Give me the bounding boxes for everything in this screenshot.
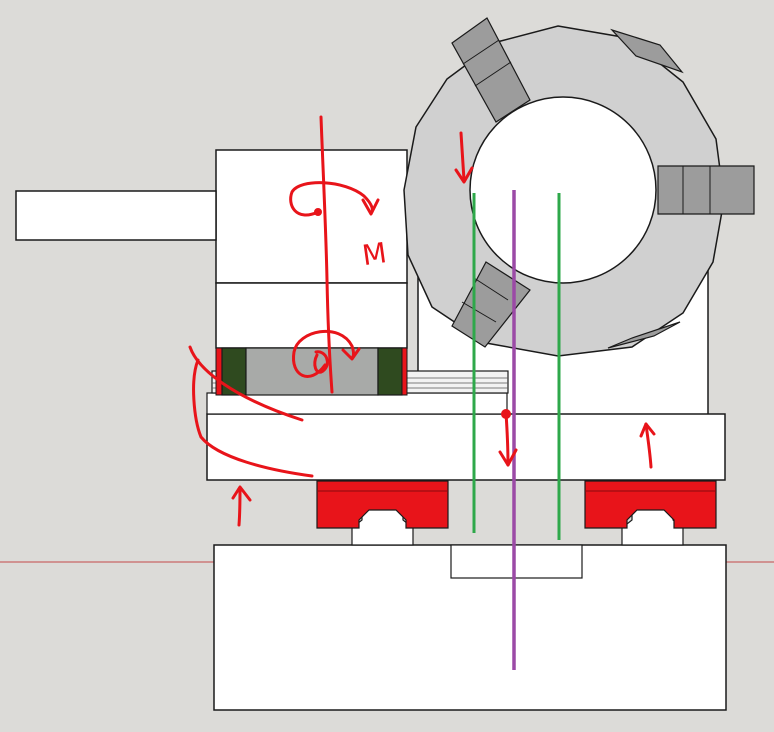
bearing-cap-left-edge (215, 347, 223, 396)
reaction-arrowhead-left (231, 485, 252, 502)
vertical-force-line (319, 115, 334, 394)
chuck-jaw-upper-left-step-1 (462, 39, 500, 65)
tool-post-lower (215, 282, 408, 349)
bent-force-arrow-upper (188, 345, 304, 422)
chuck-jaw-right (657, 165, 755, 215)
chuck-jaw-lower-left-step-1 (473, 277, 509, 301)
bearing-cap-right (377, 347, 403, 396)
tool-post-upper (215, 149, 408, 284)
chuck-jaw-bottom-right (607, 321, 681, 349)
reaction-arrowhead-right (639, 422, 656, 438)
tool-shank (15, 190, 217, 241)
cutting-force-arrow (459, 131, 466, 182)
bent-force-arrow-lower (192, 358, 314, 478)
cutting-force-arrowhead (454, 166, 474, 184)
bearing-cap-right-edge (401, 347, 408, 396)
workpiece (469, 96, 657, 284)
right-carriage-block (584, 480, 717, 529)
moment-swirl-lower (292, 329, 355, 378)
moment-arrowhead-upper (361, 198, 380, 216)
contact-force-arrowhead (498, 448, 518, 467)
base-center-recess (450, 544, 583, 579)
moment-center-dot (314, 208, 322, 216)
chuck-jaw-upper-left-step-2 (474, 61, 512, 87)
chuck-jaw-upper-left (451, 17, 531, 123)
torque-label: M (360, 236, 389, 272)
chuck-jaw-lower-left-step-2 (461, 301, 497, 323)
left-carriage-block (316, 480, 449, 529)
bearing-body (245, 347, 379, 396)
cross-slide-top-strip (206, 392, 508, 415)
moment-arrowhead-lower (341, 347, 361, 361)
contact-point-dot (501, 409, 511, 419)
chuck-jaw-top-right (610, 28, 684, 74)
reaction-arrow-left (237, 486, 242, 527)
moment-center-mark (313, 350, 329, 374)
bearing-cap-left (221, 347, 247, 396)
moment-swirl-upper (289, 181, 374, 217)
reaction-arrow-right (644, 422, 653, 469)
annotation-layer (188, 115, 656, 527)
